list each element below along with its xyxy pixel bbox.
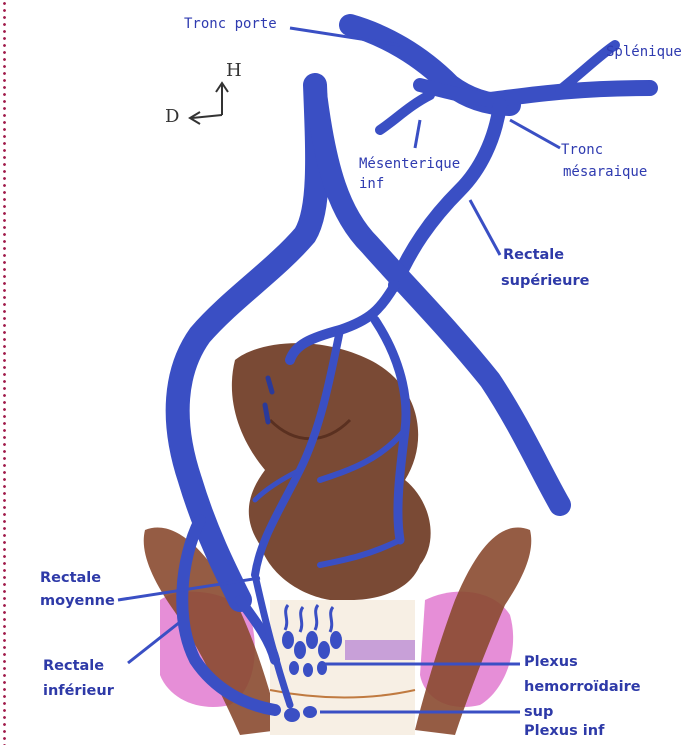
label-mesenterique: Mésenterique bbox=[359, 155, 460, 173]
label-mesaraique: mésaraique bbox=[563, 163, 647, 181]
label-plexus-sup-2: hemorroïdaire bbox=[524, 676, 641, 699]
mesenteric-inf-vein bbox=[380, 95, 430, 130]
label-rectale-superieure-1: Rectale bbox=[503, 244, 564, 267]
label-rectale-inferieur-1: Rectale bbox=[43, 655, 104, 678]
label-rectale-inferieur-2: inférieur bbox=[43, 680, 114, 703]
label-rectale-moyenne-1: Rectale bbox=[40, 567, 101, 590]
label-rectale-moyenne-2: moyenne bbox=[40, 590, 115, 613]
splenic-vein bbox=[490, 88, 650, 100]
label-plexus-inf: Plexus inf bbox=[524, 720, 604, 743]
label-mesenterique-inf: inf bbox=[359, 175, 384, 193]
orientation-label-up: H bbox=[226, 60, 242, 81]
orientation-label-right: D bbox=[165, 106, 179, 127]
anal-canal-tint bbox=[345, 640, 415, 660]
label-tronc-porte: Tronc porte bbox=[184, 15, 277, 33]
tronc-mesaraique-vein bbox=[395, 105, 500, 285]
label-splenique: Splénique bbox=[606, 43, 682, 61]
rectal-slit-2 bbox=[265, 405, 268, 422]
label-plexus-sup-1: Plexus bbox=[524, 651, 578, 674]
label-rectale-superieure-2: supérieure bbox=[501, 270, 589, 293]
orientation-arrows bbox=[190, 83, 228, 124]
label-tronc: Tronc bbox=[561, 141, 603, 159]
